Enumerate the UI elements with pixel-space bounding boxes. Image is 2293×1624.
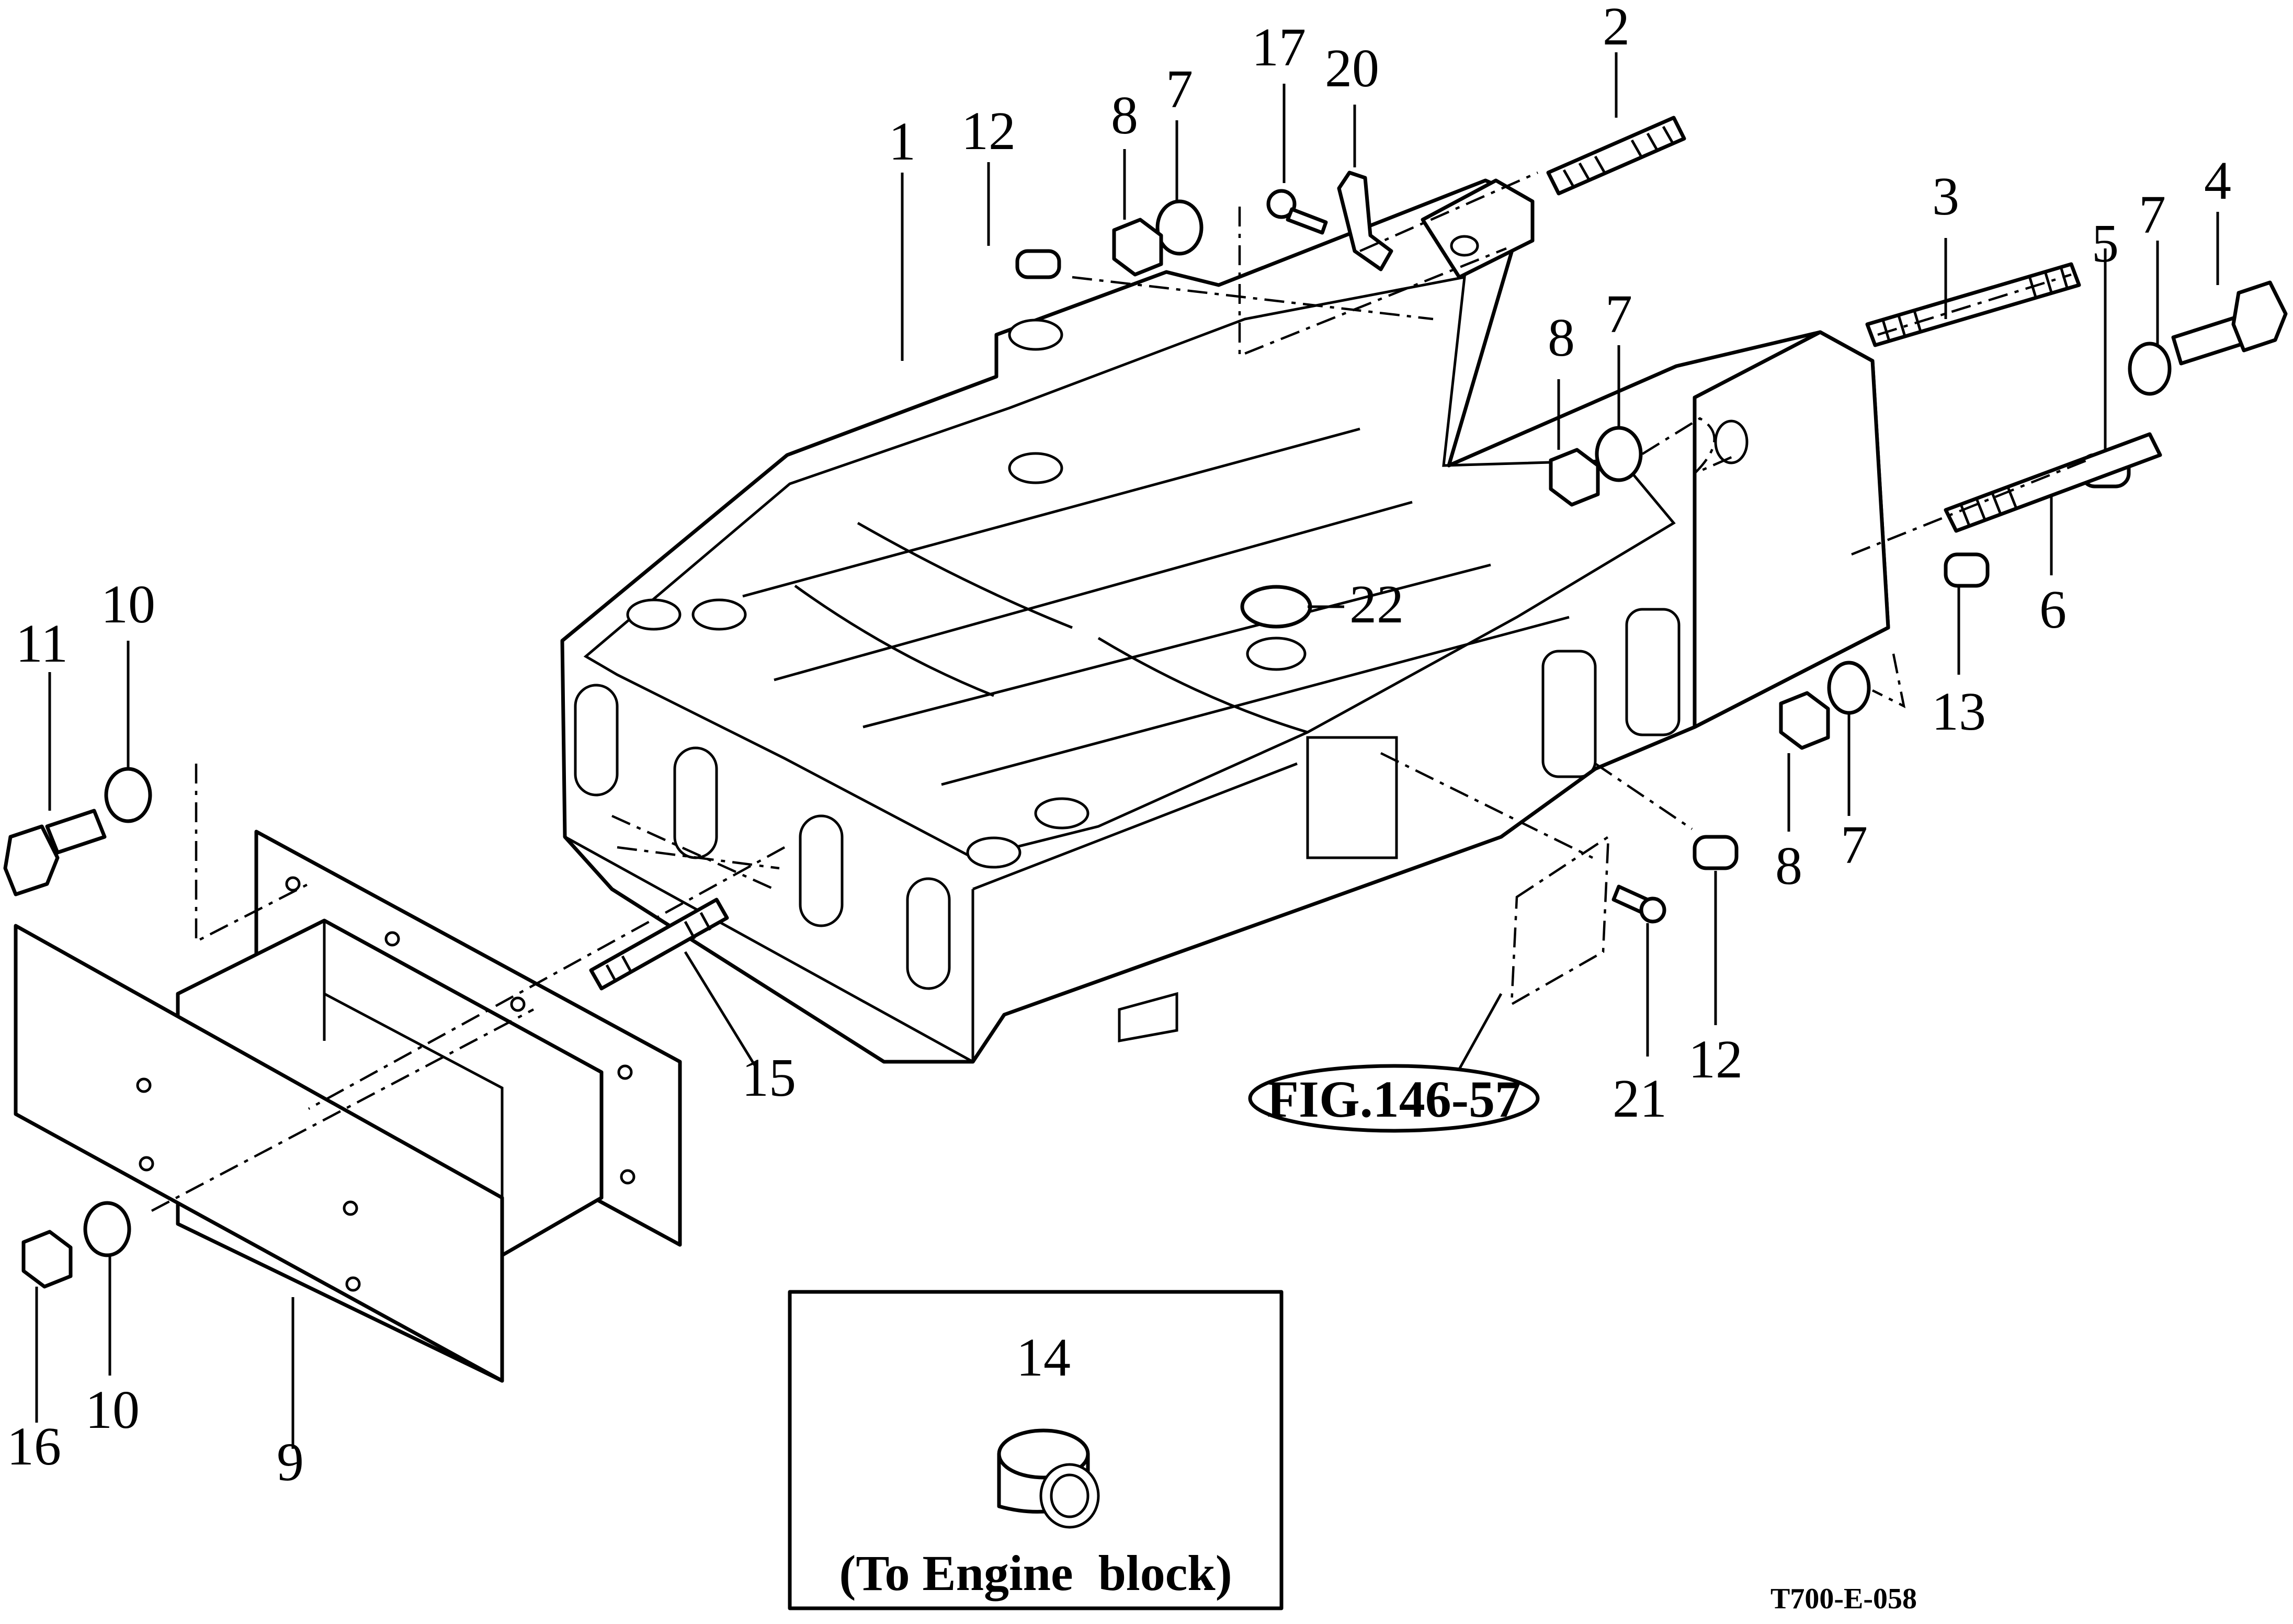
callout-17: 17 <box>1252 17 1306 77</box>
bolt-4 <box>2171 280 2288 366</box>
callout-4: 4 <box>2204 151 2231 211</box>
callout-7-right: 7 <box>2139 185 2166 245</box>
bushing-14 <box>997 1428 1100 1529</box>
figure-reference-text: FIG.146-57 <box>1267 1070 1521 1128</box>
washer-10-top <box>104 767 152 823</box>
callout-10-top: 10 <box>101 574 155 634</box>
callout-8-mid: 8 <box>1548 308 1575 368</box>
bushing-12-top <box>1015 249 1061 279</box>
callout-21: 21 <box>1613 1069 1667 1129</box>
nut-8-mid <box>1549 448 1600 507</box>
washer-7-right <box>2128 342 2172 396</box>
callout-15: 15 <box>742 1048 796 1108</box>
inset-box: 14 (To Engine block) <box>788 1290 1284 1610</box>
assembly-lines <box>151 171 2087 1212</box>
stud-2 <box>1546 116 1686 196</box>
callout-7-low: 7 <box>1841 815 1868 875</box>
callout-8-low: 8 <box>1775 836 1802 896</box>
cover-plate-outline <box>1510 834 1610 1006</box>
leader-lines <box>35 52 2219 1470</box>
callout-2: 2 <box>1603 0 1630 56</box>
bolt-21 <box>1611 884 1666 924</box>
drawing-code: T700-E-058 <box>1770 1583 1917 1615</box>
callout-5: 5 <box>2092 213 2119 274</box>
stud-3 <box>1865 262 2081 347</box>
callout-12-low: 12 <box>1688 1029 1743 1089</box>
washer-10-low <box>83 1201 131 1257</box>
callout-8: 8 <box>1111 85 1138 145</box>
bushing-13 <box>1944 552 1990 588</box>
bolt-17 <box>1266 189 1328 235</box>
washer-7-low <box>1827 661 1871 715</box>
washer-7-top <box>1155 199 1204 256</box>
bushing-12-low <box>1693 835 1739 870</box>
clip-20 <box>1337 171 1393 271</box>
callout-12: 12 <box>961 101 1016 161</box>
callout-7-mid: 7 <box>1605 284 1632 344</box>
stud-15 <box>589 898 729 991</box>
callout-labels: 1 12 8 7 17 20 2 3 5 7 4 8 7 6 13 8 7 12… <box>7 0 2231 1492</box>
callout-13: 13 <box>1932 682 1986 742</box>
nut-16 <box>21 1230 73 1289</box>
bolt-11 <box>3 809 107 896</box>
washer-7-mid <box>1595 426 1643 482</box>
nut-8-top <box>1112 218 1163 277</box>
callout-6: 6 <box>2039 580 2067 640</box>
callout-1: 1 <box>889 111 916 172</box>
inset-caption: (To Engine block) <box>839 1545 1232 1601</box>
figure-reference-badge[interactable]: FIG.146-57 <box>1248 1064 1540 1133</box>
main-frame <box>560 178 1890 1064</box>
bolt-6 <box>1944 432 2162 533</box>
callout-11: 11 <box>16 614 68 674</box>
callout-3: 3 <box>1932 166 1959 226</box>
callout-14: 14 <box>1016 1327 1071 1388</box>
nut-8-low <box>1779 691 1830 750</box>
callout-7: 7 <box>1166 59 1193 119</box>
callout-16: 16 <box>7 1416 61 1477</box>
callout-22: 22 <box>1349 574 1404 634</box>
callout-20: 20 <box>1325 38 1379 98</box>
callout-9: 9 <box>277 1432 304 1492</box>
callout-10-low: 10 <box>85 1380 140 1440</box>
